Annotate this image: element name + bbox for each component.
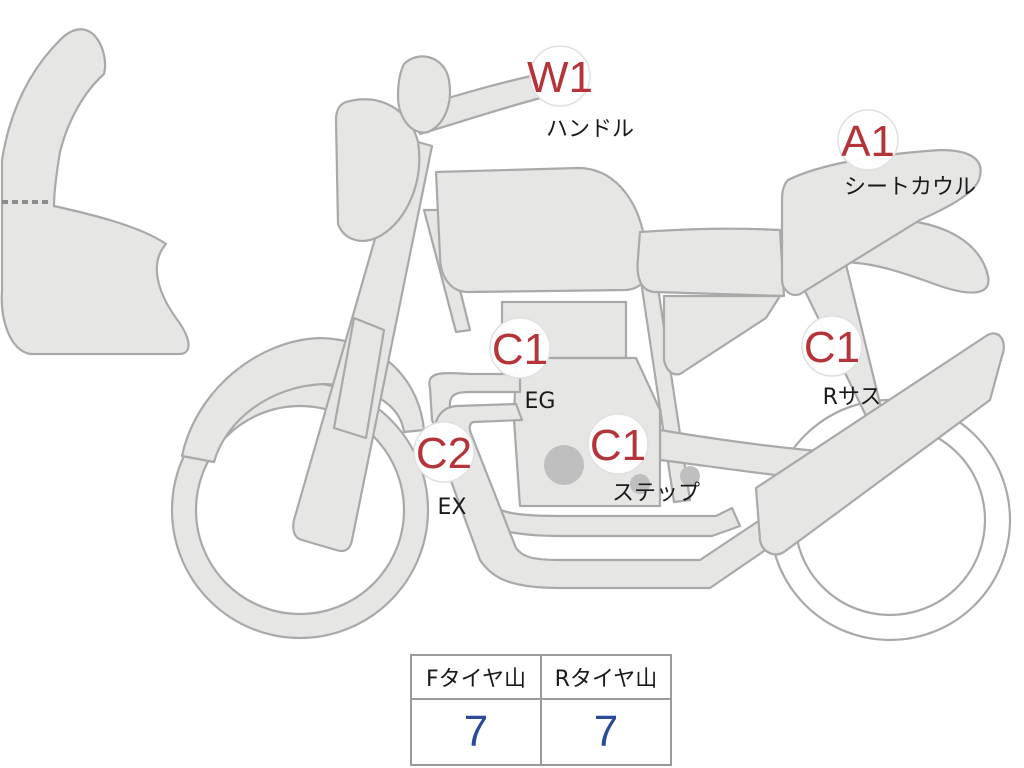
marker-a1-1: A1 シートカウル	[837, 109, 976, 200]
front-wheel	[170, 336, 430, 640]
front-tire-tread-header: Fタイヤ山	[410, 654, 542, 700]
front-tire-tread-value: 7	[410, 698, 542, 766]
front-fairing	[0, 28, 190, 356]
marker-code: W1	[527, 53, 593, 102]
marker-badge	[529, 45, 591, 107]
marker-part-label: ステップ	[612, 481, 700, 506]
tire-tread-table: Fタイヤ山 Rタイヤ山 7 7	[410, 654, 672, 766]
marker-part-label: EG	[525, 389, 556, 414]
fuel-tank	[434, 166, 650, 294]
marker-badge	[587, 413, 649, 475]
marker-code: A1	[841, 117, 895, 166]
handlebar	[396, 55, 550, 136]
seat	[636, 227, 786, 376]
marker-badge	[801, 315, 863, 377]
exhaust-system	[428, 332, 1005, 590]
marker-c1-5: C1 ステップ	[587, 413, 700, 506]
marker-code: C1	[804, 323, 860, 372]
marker-part-label: Rサス	[823, 385, 882, 410]
tread-table-value-row: 7 7	[410, 698, 672, 766]
marker-part-label: EX	[438, 495, 467, 520]
tread-table-header-row: Fタイヤ山 Rタイヤ山	[410, 654, 672, 700]
rear-tire-tread-header: Rタイヤ山	[540, 654, 672, 700]
marker-code: C2	[416, 429, 472, 478]
marker-w1-0: W1 ハンドル	[527, 45, 634, 142]
marker-code: C1	[492, 325, 548, 374]
marker-badge	[837, 109, 899, 171]
rear-tire-tread-value: 7	[540, 698, 672, 766]
marker-part-label: シートカウル	[844, 175, 976, 200]
fork-guard	[332, 316, 386, 440]
marker-code: C1	[590, 421, 646, 470]
marker-badge	[413, 421, 475, 483]
marker-badge	[489, 317, 551, 379]
marker-part-label: ハンドル	[546, 117, 634, 142]
